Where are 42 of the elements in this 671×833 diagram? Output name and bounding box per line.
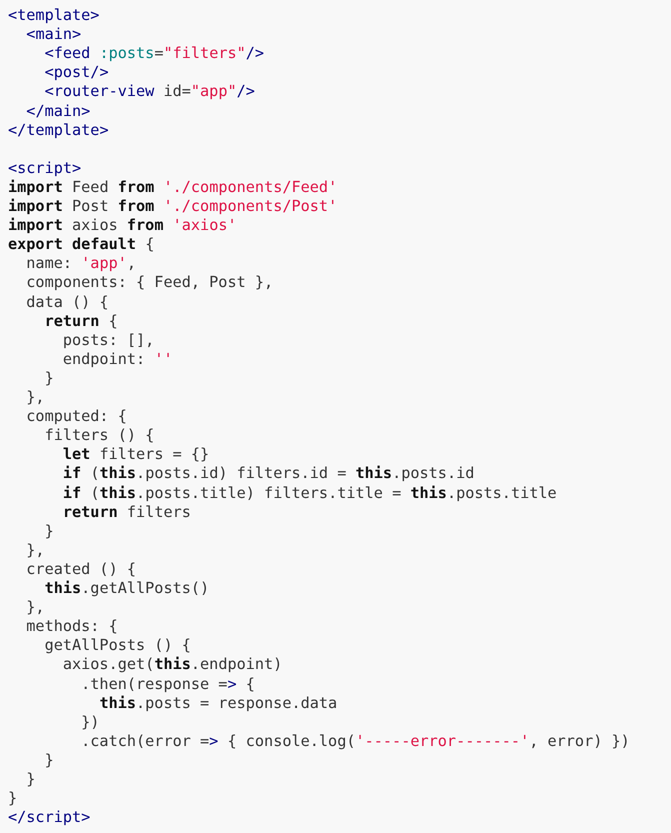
code-line: <main> [25,25,82,44]
code-line: } [44,750,54,769]
code-line: name: 'app', [25,254,136,272]
code-line: <post/> [44,63,109,82]
code-line: }, [25,540,45,559]
code-line: .catch(error => { console.log('-----error-------', error) }) [80,732,630,750]
code-line: components: { Feed, Post }, [25,273,274,292]
code-line: } [8,789,18,808]
code-line: return { [44,312,118,330]
code-line: this.posts = response.data [98,694,338,712]
code-line: if (this.posts.title) filters.title = this.posts.title [62,484,557,502]
code-line: import Feed from './components/Feed' [8,178,338,196]
code-line: .then(response => { [80,674,255,692]
code-line: </main> [25,102,90,120]
code-line: }) [80,712,100,731]
code-line: if (this.posts.id) filters.id = this.posts.id [62,464,474,482]
code-line: import Post from './components/Post' [8,197,338,215]
code-line: created () { [25,560,136,578]
code-line: filters () { [44,426,154,444]
code-line: export default { [8,235,154,254]
code-line: </template> [8,120,109,139]
code-line: } [44,522,54,540]
code-line: getAllPosts () { [44,636,191,654]
code-line: }, [25,388,45,406]
code-line: return filters [62,502,191,521]
code-line: <router-view id="app"/> [44,82,255,100]
code-line: <script> [8,158,82,177]
code-line: computed: { [25,407,127,426]
code-line: let filters = {} [62,445,210,464]
code-line: <feed :posts="filters"/> [44,44,264,62]
code-line: data () { [25,292,109,310]
code-line: }, [25,598,45,616]
code-line: axios.get(this.endpoint) [62,655,282,674]
code-line: methods: { [25,617,118,636]
code-line: } [44,368,54,387]
code-line: this.getAllPosts() [44,579,210,597]
code-line: import axios from 'axios' [8,216,237,234]
code-line: posts: [], [62,330,154,349]
code-line: <template> [8,6,100,24]
code-line: } [25,770,36,788]
code-line: </script> [8,808,90,826]
code-line: endpoint: '' [62,350,173,368]
